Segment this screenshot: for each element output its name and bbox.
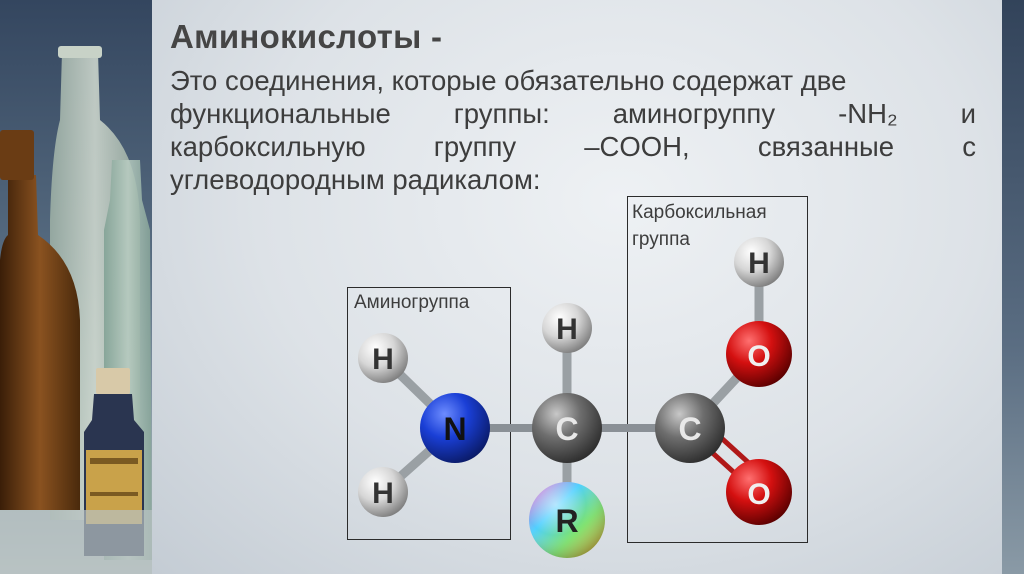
word: группы: bbox=[453, 98, 550, 129]
word: группу bbox=[433, 131, 517, 162]
bottles-illustration bbox=[0, 46, 152, 574]
slide-background bbox=[152, 0, 1002, 574]
atom-oxygen-carbonyl: O bbox=[726, 459, 792, 525]
carboxyl-group-box bbox=[627, 196, 808, 543]
atom-radical-r: R bbox=[529, 482, 605, 558]
atom-oxygen-hydroxyl: O bbox=[726, 321, 792, 387]
word: связанные bbox=[757, 131, 895, 162]
word: и bbox=[960, 98, 976, 129]
svg-text:N: N bbox=[443, 411, 466, 447]
atom-h-amino-top: H bbox=[358, 333, 408, 383]
bottles-photo bbox=[0, 0, 152, 574]
svg-text:H: H bbox=[748, 247, 770, 280]
svg-text:O: O bbox=[747, 340, 770, 373]
atom-carbon-alpha: C bbox=[532, 393, 602, 463]
svg-text:H: H bbox=[372, 343, 394, 376]
right-edge-photo bbox=[1002, 0, 1024, 574]
definition-line-1: Это соединения, которые обязательно соде… bbox=[170, 64, 976, 97]
amino-group-box bbox=[347, 287, 511, 540]
svg-text:C: C bbox=[555, 411, 578, 447]
slide-title: Аминокислоты - bbox=[170, 18, 443, 55]
word: аминогруппу bbox=[612, 98, 776, 129]
carboxyl-group-label-line2: группа bbox=[632, 229, 690, 250]
svg-text:C: C bbox=[678, 411, 701, 447]
word: -NH₂ bbox=[838, 98, 898, 129]
word: –COOH, bbox=[584, 131, 690, 162]
atom-nitrogen: N bbox=[420, 393, 490, 463]
definition-line-4: углеводородным радикалом: bbox=[170, 164, 541, 195]
word: с bbox=[962, 131, 976, 162]
definition-line-2: функциональные группы: аминогруппу -NH₂ … bbox=[170, 97, 976, 130]
carboxyl-group-label-line1: Карбоксильная bbox=[632, 202, 767, 223]
atom-h-amino-bottom: H bbox=[358, 467, 408, 517]
atom-carbon-carboxyl: C bbox=[655, 393, 725, 463]
word: карбоксильную bbox=[170, 131, 366, 162]
atom-h-alpha: H bbox=[542, 303, 592, 353]
definition-text: Это соединения, которые обязательно соде… bbox=[170, 64, 976, 196]
definition-line-3: карбоксильную группу –COOH, связанные с bbox=[170, 130, 976, 163]
svg-text:H: H bbox=[372, 477, 394, 510]
svg-text:R: R bbox=[555, 503, 578, 539]
bonds bbox=[379, 262, 774, 520]
definition-line-1-text: Это соединения, которые обязательно соде… bbox=[170, 65, 847, 96]
atom-h-hydroxyl: H bbox=[734, 237, 784, 287]
svg-text:H: H bbox=[556, 313, 578, 346]
word: функциональные bbox=[170, 98, 391, 129]
svg-text:O: O bbox=[747, 478, 770, 511]
amino-group-label: Аминогруппа bbox=[354, 292, 470, 313]
